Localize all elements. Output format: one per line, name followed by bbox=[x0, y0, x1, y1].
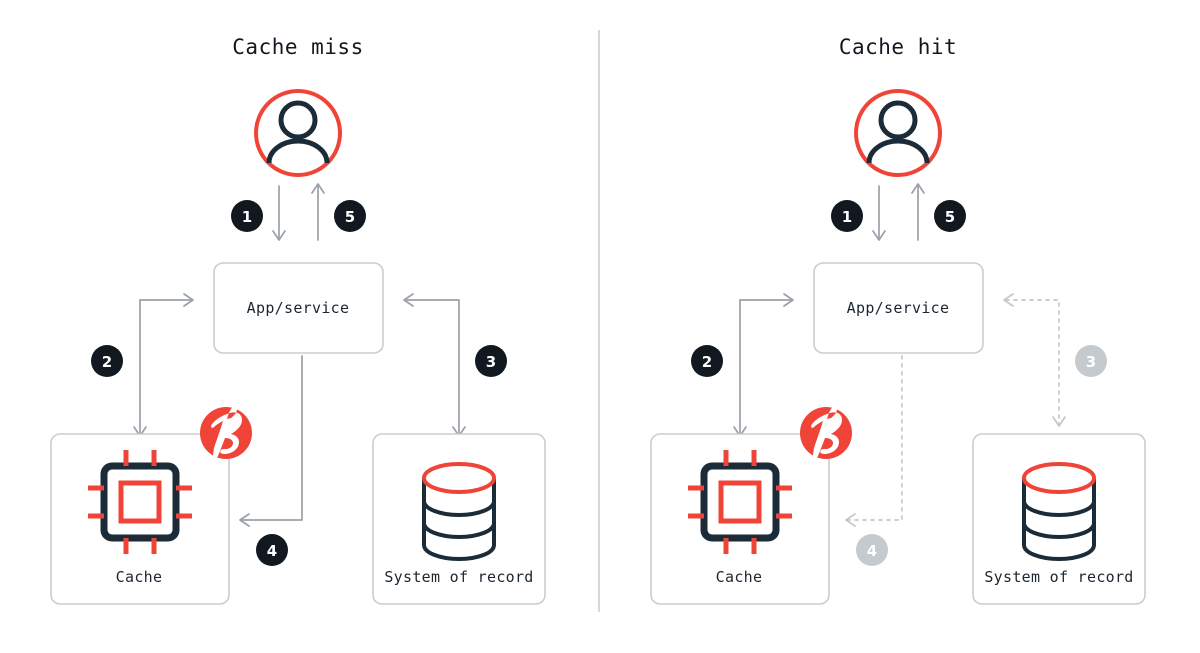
flow-step-1-hit bbox=[872, 185, 886, 241]
flow-step-3 bbox=[403, 293, 466, 437]
database-cylinder-icon-hit bbox=[1022, 462, 1096, 561]
database-cylinder-icon bbox=[422, 462, 496, 561]
badge-step-5-hit: 5 bbox=[934, 200, 966, 232]
node-system-of-record-label: System of record bbox=[384, 568, 533, 586]
node-app-service-hit: App/service bbox=[813, 262, 984, 354]
badge-step-3-hit: 3 bbox=[1075, 345, 1107, 377]
flow-step-4 bbox=[239, 355, 303, 527]
flow-step-1 bbox=[272, 185, 286, 241]
badge-step-2: 2 bbox=[91, 345, 123, 377]
node-system-of-record-hit-label: System of record bbox=[984, 568, 1133, 586]
user-avatar-icon bbox=[254, 89, 342, 177]
panel-cache-miss: Cache miss 1 5 App/service bbox=[50, 35, 546, 605]
badge-step-3-label: 3 bbox=[486, 353, 496, 371]
badge-step-3-hit-label: 3 bbox=[1086, 353, 1096, 371]
user-avatar-icon-hit bbox=[854, 89, 942, 177]
node-cache-hit: Cache bbox=[650, 433, 830, 605]
badge-step-4-hit-label: 4 bbox=[867, 542, 877, 560]
badge-step-2-hit-label: 2 bbox=[702, 353, 712, 371]
badge-step-4-hit: 4 bbox=[856, 534, 888, 566]
node-app-service-hit-label: App/service bbox=[847, 299, 950, 317]
node-cache-label: Cache bbox=[116, 568, 163, 586]
panel-cache-hit: Cache hit 1 5 App/service bbox=[650, 35, 1146, 605]
badge-step-1-hit-label: 1 bbox=[842, 208, 852, 226]
redis-logo-icon-hit bbox=[800, 406, 852, 459]
flow-step-2 bbox=[133, 293, 194, 437]
badge-step-2-hit: 2 bbox=[691, 345, 723, 377]
redis-logo-icon bbox=[200, 406, 252, 459]
node-system-of-record-hit: System of record bbox=[972, 433, 1146, 605]
badge-step-3: 3 bbox=[475, 345, 507, 377]
node-system-of-record: System of record bbox=[372, 433, 546, 605]
flow-step-4-hit bbox=[845, 355, 903, 527]
badge-step-1-label: 1 bbox=[242, 208, 252, 226]
badge-step-5: 5 bbox=[334, 200, 366, 232]
badge-step-1-hit: 1 bbox=[831, 200, 863, 232]
node-cache-hit-label: Cache bbox=[716, 568, 763, 586]
flow-step-3-hit bbox=[1003, 293, 1066, 427]
node-cache: Cache bbox=[50, 433, 230, 605]
panel-title-cache-hit: Cache hit bbox=[839, 35, 957, 59]
badge-step-1: 1 bbox=[231, 200, 263, 232]
flow-step-5-hit bbox=[911, 183, 925, 241]
badge-step-4: 4 bbox=[256, 534, 288, 566]
badge-step-5-hit-label: 5 bbox=[945, 208, 955, 226]
badge-step-5-label: 5 bbox=[345, 208, 355, 226]
flow-step-2-hit bbox=[733, 293, 794, 437]
node-app-service: App/service bbox=[213, 262, 384, 354]
badge-step-2-label: 2 bbox=[102, 353, 112, 371]
flow-step-5 bbox=[311, 183, 325, 241]
panel-title-cache-miss: Cache miss bbox=[232, 35, 363, 59]
cpu-chip-icon bbox=[88, 450, 192, 554]
badge-step-4-label: 4 bbox=[267, 542, 277, 560]
node-app-service-label: App/service bbox=[247, 299, 350, 317]
cpu-chip-icon-hit bbox=[688, 450, 792, 554]
